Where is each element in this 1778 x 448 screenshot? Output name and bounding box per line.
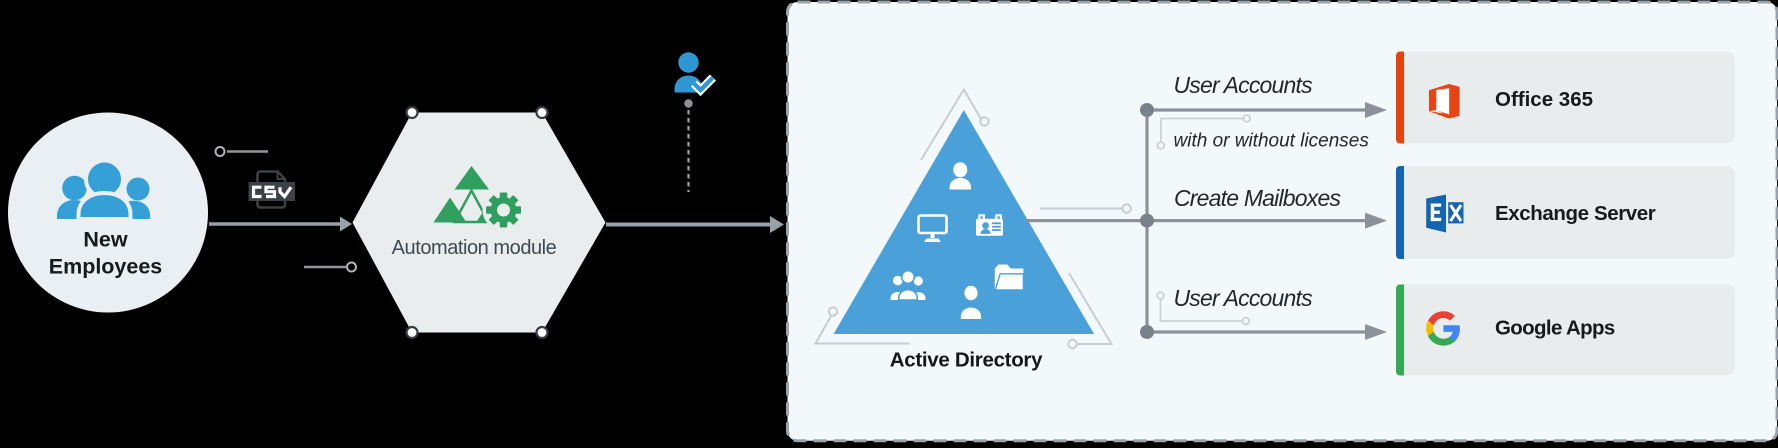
svg-text:Office 365: Office 365 xyxy=(1495,88,1593,111)
svg-text:Employees: Employees xyxy=(49,255,163,279)
svg-text:Exchange Server: Exchange Server xyxy=(1495,202,1656,225)
svg-text:Create Mailboxes: Create Mailboxes xyxy=(1174,185,1341,211)
svg-text:Automation module: Automation module xyxy=(392,237,557,259)
svg-text:with or without licenses: with or without licenses xyxy=(1174,131,1370,152)
svg-text:Active Directory: Active Directory xyxy=(890,349,1043,372)
svg-text:Google Apps: Google Apps xyxy=(1495,317,1615,340)
svg-text:User Accounts: User Accounts xyxy=(1174,72,1314,98)
svg-text:New: New xyxy=(83,228,127,252)
svg-text:User Accounts: User Accounts xyxy=(1174,285,1314,311)
